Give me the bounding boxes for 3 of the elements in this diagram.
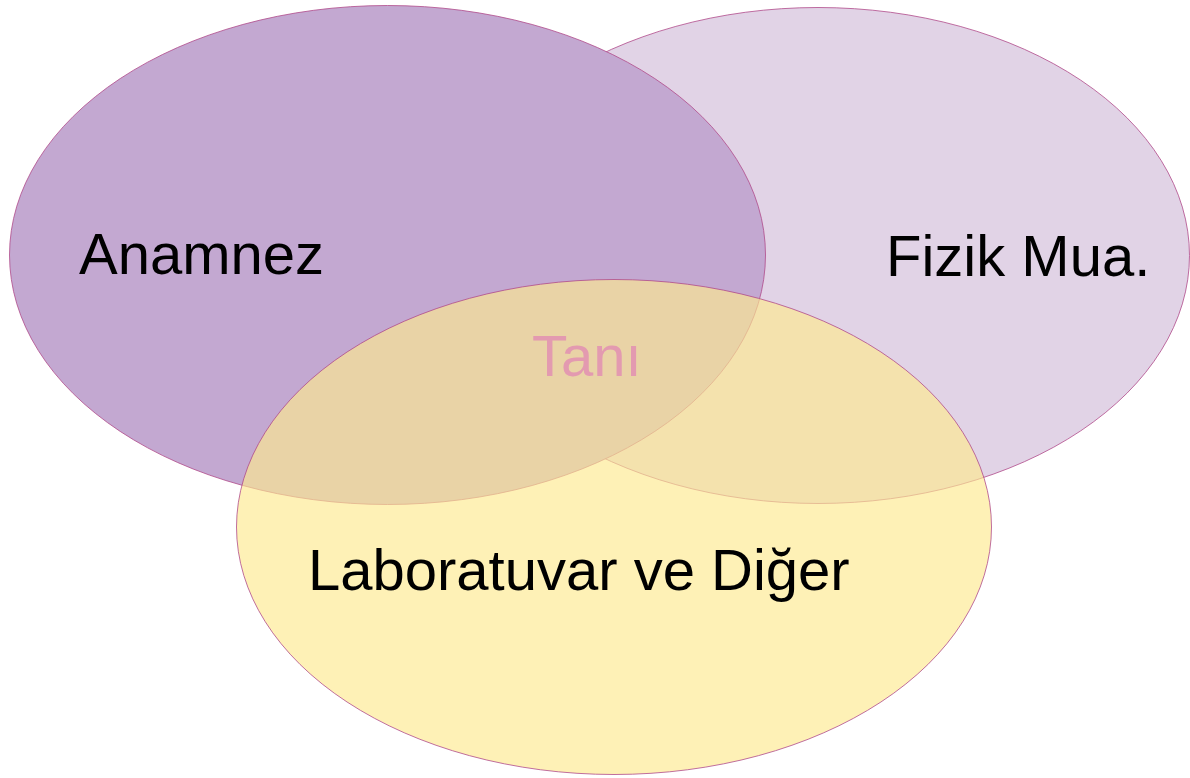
set-label: Fizik Mua. [886,227,1151,285]
set-label: Anamnez [79,225,325,283]
intersection-label: Tanı [532,327,642,385]
